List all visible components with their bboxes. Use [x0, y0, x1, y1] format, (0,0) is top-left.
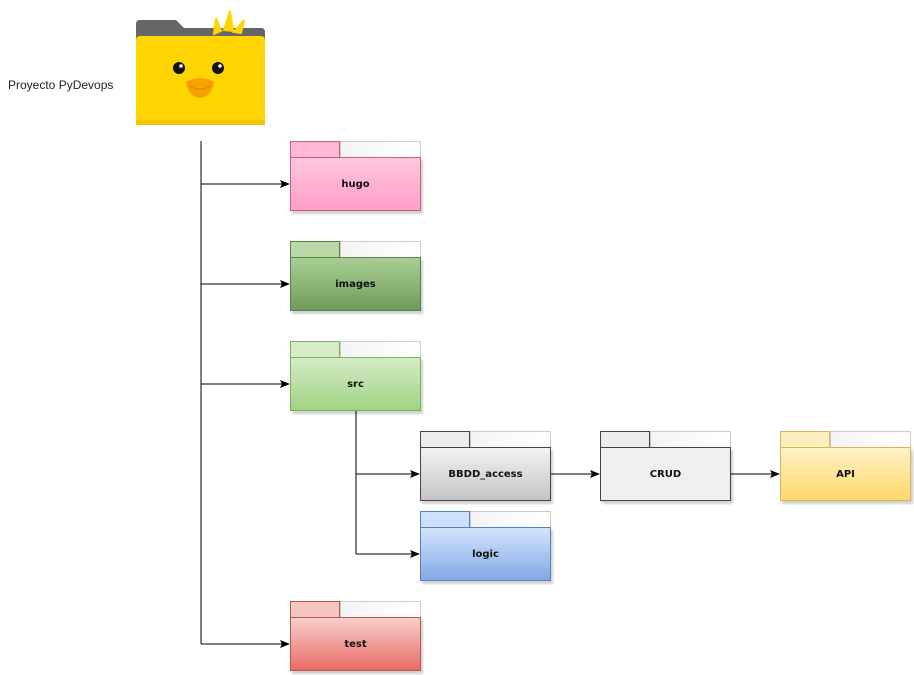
- folder-tab: [420, 511, 470, 527]
- folder-test[interactable]: test: [290, 601, 421, 671]
- folder-tab-rest: [340, 341, 421, 357]
- folder-bbdd-access[interactable]: BBDD_access: [420, 431, 551, 501]
- folder-label: test: [344, 638, 367, 650]
- folder-images[interactable]: images: [290, 241, 421, 311]
- folder-api[interactable]: API: [780, 431, 911, 501]
- folder-body: CRUD: [600, 447, 731, 501]
- folder-tab: [290, 141, 340, 157]
- folder-src[interactable]: src: [290, 341, 421, 411]
- folder-crud[interactable]: CRUD: [600, 431, 731, 501]
- folder-tab-rest: [470, 511, 551, 527]
- folder-tab-rest: [830, 431, 911, 447]
- folder-tab-rest: [650, 431, 731, 447]
- folder-body: src: [290, 357, 421, 411]
- folder-tab-rest: [340, 601, 421, 617]
- folder-body: test: [290, 617, 421, 671]
- project-label: Proyecto PyDevops: [8, 78, 114, 92]
- folder-body: BBDD_access: [420, 447, 551, 501]
- folder-label: images: [335, 278, 376, 290]
- folder-label: CRUD: [649, 468, 682, 480]
- folder-label: API: [836, 468, 855, 480]
- folder-body: hugo: [290, 157, 421, 211]
- folder-label: hugo: [341, 178, 370, 190]
- project-folder-mascot-icon: [136, 10, 265, 125]
- folder-tab: [600, 431, 650, 447]
- folder-hugo[interactable]: hugo: [290, 141, 421, 211]
- folder-tab: [290, 341, 340, 357]
- folder-label: src: [347, 378, 364, 390]
- folder-tab-rest: [340, 241, 421, 257]
- folder-tab-rest: [470, 431, 551, 447]
- folder-body: API: [780, 447, 911, 501]
- folder-tab-rest: [340, 141, 421, 157]
- folder-tab: [420, 431, 470, 447]
- folder-tab: [290, 601, 340, 617]
- folder-logic[interactable]: logic: [420, 511, 551, 581]
- folder-body: logic: [420, 527, 551, 581]
- folder-tab: [780, 431, 830, 447]
- folder-body: images: [290, 257, 421, 311]
- folder-label: logic: [472, 548, 499, 560]
- folder-tab: [290, 241, 340, 257]
- folder-label: BBDD_access: [448, 468, 523, 480]
